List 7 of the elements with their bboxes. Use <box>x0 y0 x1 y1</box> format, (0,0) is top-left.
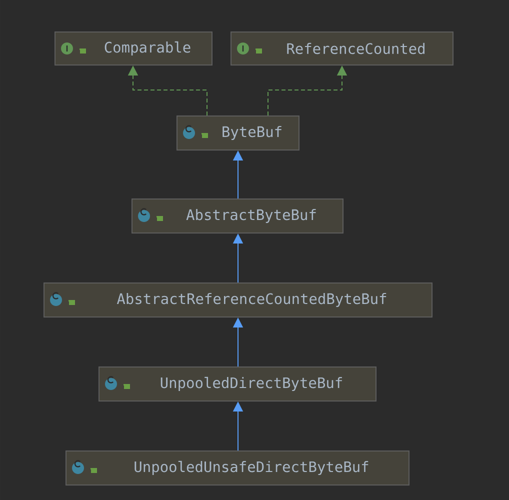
interface-box: Comparable <box>54 32 212 66</box>
class-box: AbstractByteBuf <box>132 198 344 234</box>
class-box: AbstractReferenceCountedByteBuf <box>44 282 432 318</box>
class-box: ByteBuf <box>176 116 300 150</box>
class-box: UnpooledUnsafeDirectByteBuf <box>66 450 410 486</box>
class-box: UnpooledDirectByteBuf <box>98 366 376 402</box>
interface-box: ReferenceCounted <box>230 32 454 66</box>
